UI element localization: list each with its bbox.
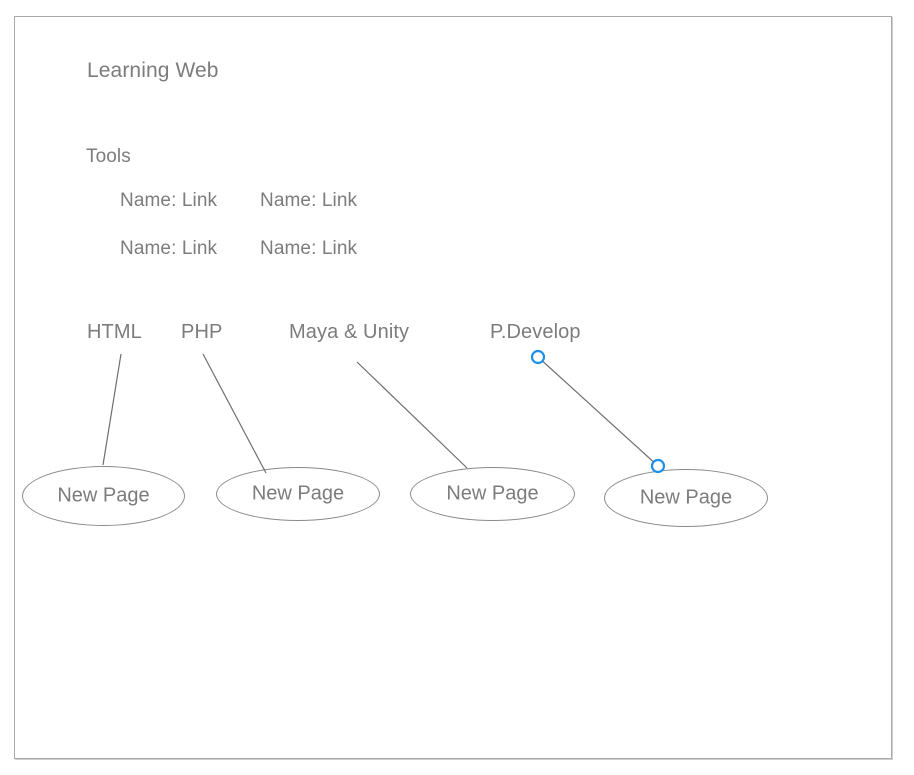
section-heading-tools[interactable]: Tools bbox=[86, 146, 131, 167]
branch-label-php[interactable]: PHP bbox=[181, 321, 223, 343]
canvas-frame[interactable]: Learning Web Tools Name: Link Name: Link… bbox=[14, 16, 892, 759]
tools-row-1-cell-0[interactable]: Name: Link bbox=[120, 238, 218, 259]
node-label: New Page bbox=[639, 486, 733, 509]
tools-row-0-cell-1[interactable]: Name: Link bbox=[260, 190, 358, 211]
node-label: New Page bbox=[57, 484, 150, 507]
node-new-page-1[interactable]: New Page bbox=[22, 466, 185, 526]
node-new-page-4[interactable]: New Page bbox=[604, 469, 768, 527]
node-label: New Page bbox=[251, 482, 345, 505]
node-new-page-3[interactable]: New Page bbox=[410, 467, 575, 521]
tools-row-0-cell-0[interactable]: Name: Link bbox=[120, 190, 218, 211]
branch-label-html[interactable]: HTML bbox=[87, 321, 142, 343]
node-new-page-2[interactable]: New Page bbox=[216, 467, 380, 521]
page-title[interactable]: Learning Web bbox=[87, 59, 219, 82]
node-label: New Page bbox=[446, 482, 539, 505]
branch-label-maya-unity[interactable]: Maya & Unity bbox=[289, 321, 410, 343]
branch-label-p-develop[interactable]: P.Develop bbox=[490, 321, 581, 343]
tools-row-1-cell-1[interactable]: Name: Link bbox=[260, 238, 358, 259]
